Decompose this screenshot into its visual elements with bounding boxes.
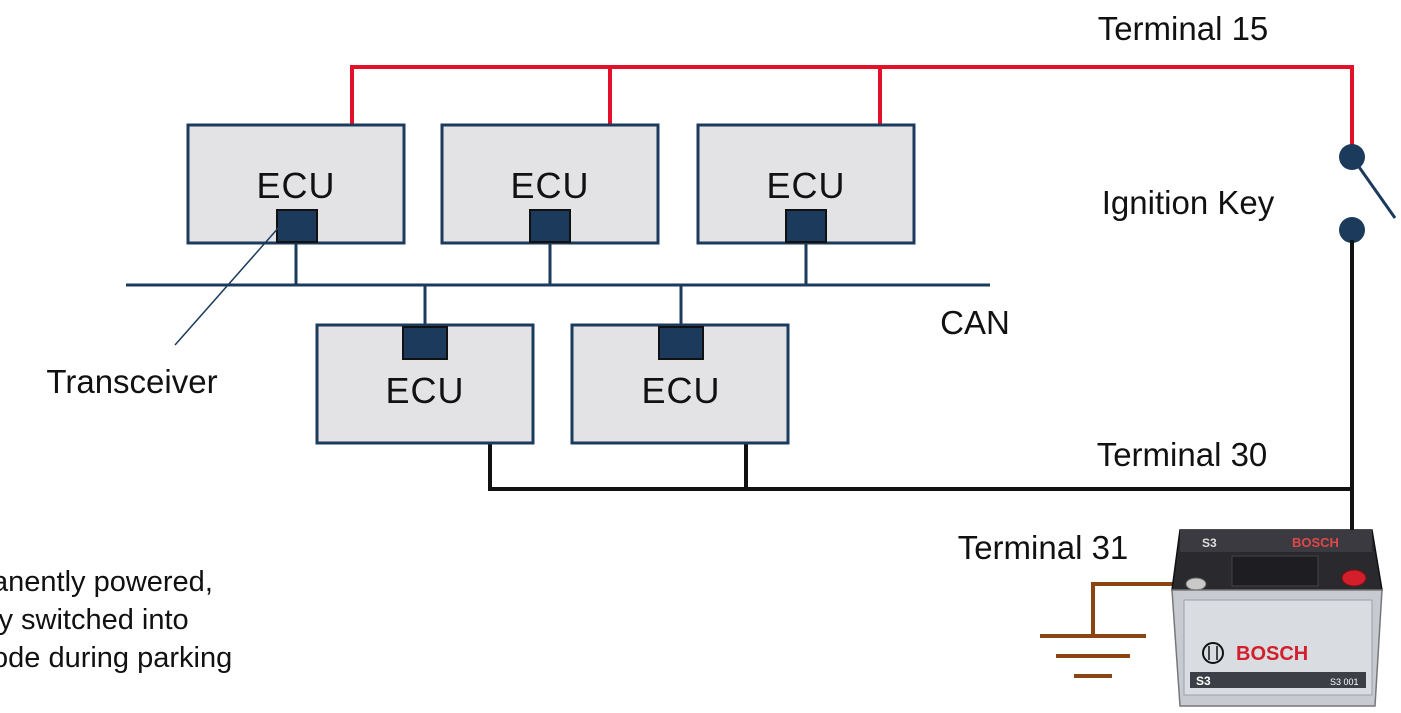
battery-front-model: S3 — [1196, 674, 1211, 688]
power-mode-note: anently powered, ly switched into ode du… — [0, 563, 412, 677]
terminal-15-wiring — [350, 65, 1354, 152]
switch-top-contact — [1339, 144, 1365, 170]
note-line-3: ode during parking — [0, 642, 233, 674]
transceiver-chip — [276, 209, 318, 243]
ecu-label: ECU — [766, 165, 845, 206]
battery-top-brand: BOSCH — [1292, 535, 1339, 550]
can-bus — [126, 240, 990, 330]
ecu-box-3: ECU — [696, 123, 916, 245]
battery-negative-terminal — [1185, 577, 1207, 591]
terminal-15-main-wire — [350, 65, 1354, 152]
terminal-30-label: Terminal 30 — [1097, 436, 1268, 473]
bosch-logo-icon — [1202, 642, 1224, 664]
terminal-31-label: Terminal 31 — [958, 529, 1129, 566]
transceiver-chip — [529, 209, 571, 243]
battery-label-strip — [1180, 530, 1372, 552]
ignition-key-label: Ignition Key — [1102, 184, 1275, 221]
battery-code: S3 001 — [1330, 677, 1359, 687]
note-line-1: anently powered, — [0, 566, 213, 598]
ecu-label: ECU — [256, 165, 335, 206]
ground-wire — [1091, 582, 1196, 634]
ground-symbol — [1040, 582, 1196, 678]
battery-front-brand: BOSCH — [1236, 643, 1308, 665]
transceiver-chip — [402, 326, 448, 360]
note-line-2: ly switched into — [0, 604, 189, 636]
terminal-30-main-wire — [488, 444, 1352, 491]
terminal-30-wiring — [488, 240, 1354, 568]
ignition-key-switch — [1339, 144, 1397, 243]
switch-bottom-contact — [1339, 217, 1365, 243]
battery-handle — [1231, 555, 1319, 587]
ecu-label: ECU — [641, 370, 720, 411]
transceiver-label: Transceiver — [46, 363, 217, 400]
battery-positive-terminal — [1341, 569, 1367, 587]
battery-top-model: S3 — [1202, 536, 1217, 550]
can-label: CAN — [940, 304, 1010, 341]
ecu-box-2: ECU — [440, 123, 660, 245]
battery-model-strip — [1190, 672, 1366, 688]
transceiver-chip — [658, 326, 704, 360]
ecu-label: ECU — [385, 370, 464, 411]
transceiver-chip — [785, 209, 827, 243]
ecu-box-5: ECU — [570, 323, 790, 445]
battery-image: BOSCH S3 BOSCH S3 S3 001 — [1171, 529, 1383, 707]
ecu-label: ECU — [510, 165, 589, 206]
terminal-15-label: Terminal 15 — [1098, 10, 1269, 47]
ecu-box-4: ECU — [315, 323, 535, 445]
transceiver-pointer-line — [174, 225, 281, 346]
ecu-box-1: ECU — [186, 123, 406, 245]
